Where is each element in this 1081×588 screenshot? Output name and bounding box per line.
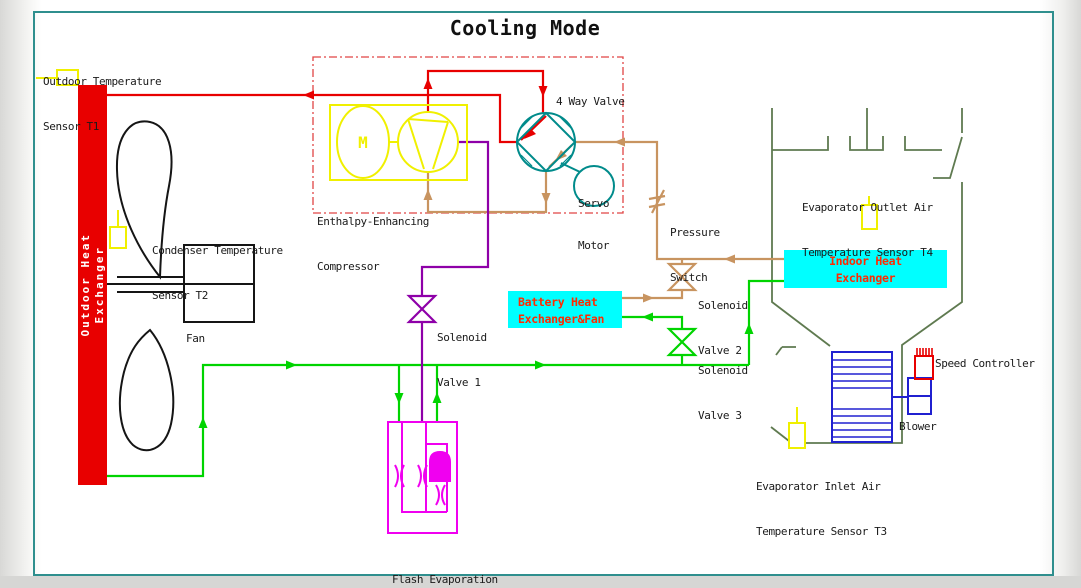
red-discharge-line [107, 69, 548, 144]
pressure-switch-symbol [648, 189, 666, 214]
solenoid-valve-2-symbol [666, 262, 698, 292]
green-liquid-line [104, 279, 784, 478]
arrow-down-icon [394, 393, 404, 404]
sensor-t3-symbol [788, 422, 806, 449]
compressor-label: Enthalpy-Enhancing Compressor [317, 215, 430, 273]
compressor-symbol: M [329, 104, 468, 181]
four-way-valve-symbol [515, 111, 615, 207]
condenser-temp-sensor-label: Condenser Temperature Sensor T2 [152, 244, 283, 302]
speed-controller-symbol [914, 355, 934, 380]
arrow-right-icon [286, 360, 297, 370]
arrow-diagonal-icon [524, 128, 536, 139]
arrow-left-icon [642, 312, 653, 322]
servo-link-line [560, 162, 581, 173]
purple-injection-line [406, 140, 490, 422]
arrow-left-icon [303, 90, 314, 100]
diagram-border [33, 11, 1054, 576]
arrow-up-icon [744, 323, 754, 334]
arrow-down-icon [541, 193, 551, 204]
pressure-switch-label: Pressure Switch [670, 226, 720, 284]
indoor-heat-exchanger: Indoor Heat Exchanger [784, 250, 947, 288]
flash-evaporation-bottle-label: Flash Evaporation Bottle [392, 573, 498, 586]
blower-label: Blower [899, 420, 937, 433]
solenoid-valve-3-label: Solenoid Valve 3 [698, 364, 748, 422]
sensor-t2-symbol [109, 226, 127, 249]
servo-motor-label: Servo Motor [578, 197, 610, 252]
servo-motor-symbol [573, 165, 615, 207]
solenoid-valve-1-symbol [406, 294, 438, 324]
arrow-left-icon [724, 254, 735, 264]
fan-blade-lower [118, 328, 175, 452]
arrow-up-icon [432, 392, 442, 403]
float-valve-symbol [429, 451, 451, 482]
arrow-up-icon [423, 78, 433, 89]
four-way-valve-label: 4 Way Valve [556, 95, 625, 108]
outdoor-heat-exchanger: Outdoor Heat Exchanger [78, 85, 107, 485]
battery-heat-exchanger: Battery Heat Exchanger&Fan [508, 291, 622, 328]
evaporator-outlet-sensor-label: Evaporator Outlet Air Temperature Sensor… [802, 201, 933, 259]
solenoid-valve-2-label: Solenoid Valve 2 [698, 299, 748, 357]
arrow-up-icon [198, 417, 208, 428]
arrow-left-icon [614, 137, 625, 147]
arrow-up-icon [423, 189, 433, 200]
flash-evaporation-bottle-symbol [387, 421, 458, 534]
evaporator-inlet-sensor-label: Evaporator Inlet Air Temperature Sensor … [756, 480, 887, 538]
page-title: Cooling Mode [449, 16, 601, 40]
outdoor-temp-sensor-label: Outdoor Temperature Sensor T1 [43, 75, 162, 133]
page-bottom-strip [0, 576, 1081, 588]
arrow-right-icon [535, 360, 546, 370]
fan-label: Fan [186, 332, 205, 345]
solenoid-valve-3-symbol [666, 327, 698, 357]
motor-letter: M [358, 133, 368, 152]
arrow-down-icon [538, 86, 548, 97]
speed-controller-label: Speed Controller [935, 357, 1035, 370]
fan-blade-upper [115, 120, 173, 280]
arrow-right-icon [643, 293, 654, 303]
outdoor-fan-symbol [104, 120, 255, 452]
temperature-sensors [36, 69, 878, 449]
outdoor-heat-exchanger-label: Outdoor Heat Exchanger [78, 233, 106, 337]
solenoid-valve-1-label: Solenoid Valve 1 [437, 331, 487, 389]
evaporator-coil-symbol [831, 348, 934, 443]
